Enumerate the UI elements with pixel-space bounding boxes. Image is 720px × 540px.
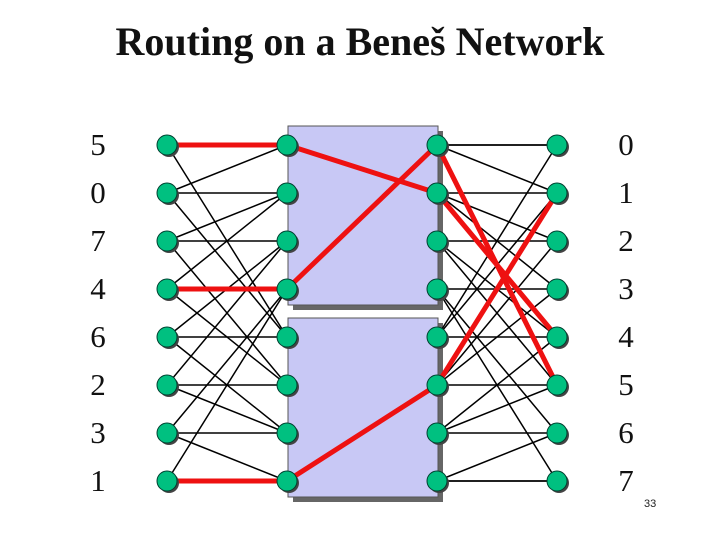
wire xyxy=(166,192,288,338)
route-segment xyxy=(434,190,560,340)
network-node xyxy=(546,278,568,300)
network-node xyxy=(426,230,448,252)
network-node xyxy=(546,374,568,396)
wire xyxy=(166,192,288,242)
network-node xyxy=(546,182,568,204)
wire xyxy=(436,432,558,482)
page-title: Routing on a Beneš Network xyxy=(115,19,605,64)
network-node xyxy=(426,374,448,396)
network-node xyxy=(156,278,178,300)
network-node xyxy=(426,278,448,300)
wire xyxy=(166,288,288,434)
wire xyxy=(166,240,288,386)
network-node xyxy=(156,422,178,444)
network-node xyxy=(426,422,448,444)
network-node xyxy=(546,326,568,348)
sub-network-box xyxy=(287,317,439,498)
wire xyxy=(166,144,288,194)
route-segment xyxy=(284,382,440,484)
network-node xyxy=(276,422,298,444)
wire xyxy=(436,288,558,434)
network-node xyxy=(276,470,298,492)
network-node xyxy=(546,230,568,252)
network-node xyxy=(276,326,298,348)
wire xyxy=(436,240,558,386)
network-node xyxy=(426,182,448,204)
network-node xyxy=(546,422,568,444)
network-node xyxy=(156,230,178,252)
network-node xyxy=(426,326,448,348)
wire xyxy=(166,432,288,482)
page-number: 33 xyxy=(644,498,657,510)
network-node xyxy=(426,134,448,156)
network-node xyxy=(276,374,298,396)
network-node xyxy=(156,326,178,348)
network-node xyxy=(156,134,178,156)
network-node xyxy=(276,134,298,156)
network-node xyxy=(546,134,568,156)
wire xyxy=(436,384,558,434)
wire xyxy=(436,144,558,194)
routed-paths xyxy=(164,142,560,484)
network-node xyxy=(276,230,298,252)
route-segment xyxy=(284,142,440,292)
network-nodes xyxy=(156,134,569,493)
network-node xyxy=(546,470,568,492)
route-segment xyxy=(434,190,560,388)
route-segment xyxy=(284,142,440,196)
wire xyxy=(436,192,558,242)
network-node xyxy=(276,182,298,204)
wire xyxy=(166,384,288,434)
network-node xyxy=(156,470,178,492)
network-node xyxy=(156,182,178,204)
network-node xyxy=(276,278,298,300)
sub-network-boxes xyxy=(287,125,443,502)
network-node xyxy=(156,374,178,396)
network-node xyxy=(426,470,448,492)
